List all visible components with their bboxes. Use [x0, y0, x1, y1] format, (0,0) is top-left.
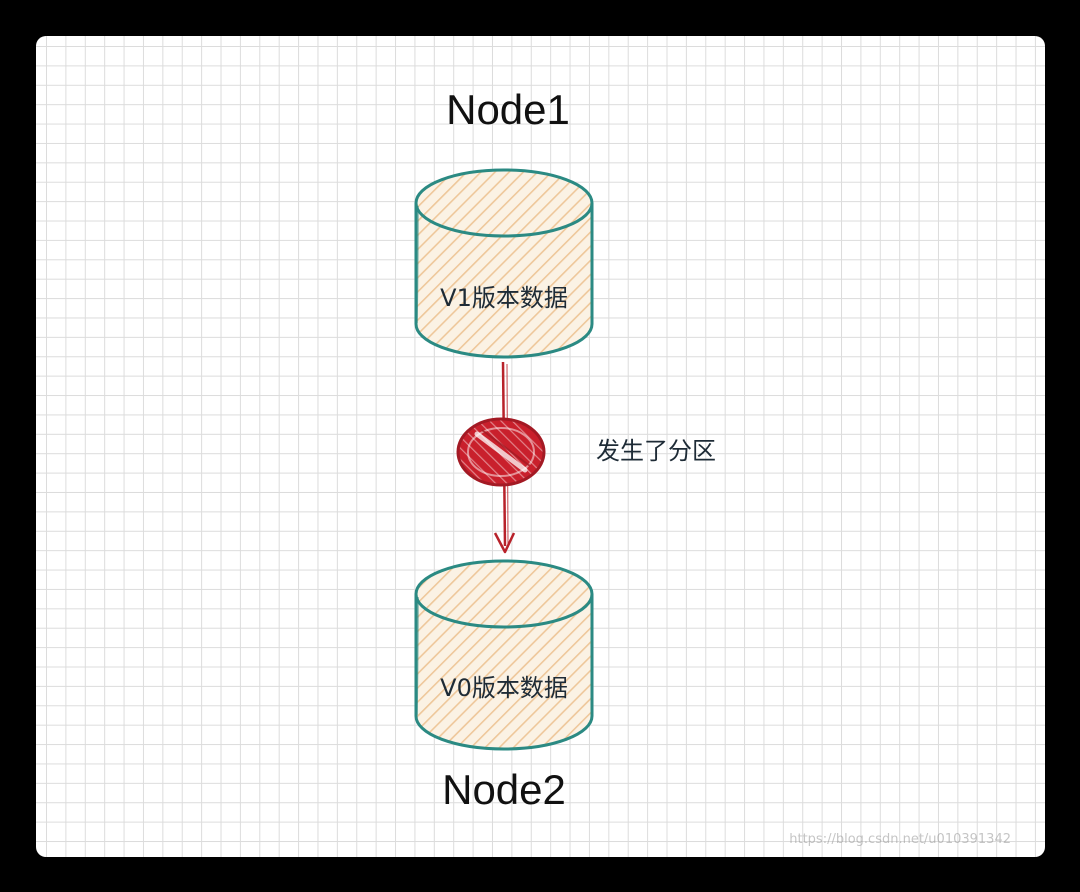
node1-db-label: V1版本数据 — [440, 284, 568, 312]
node2-title: Node2 — [442, 766, 566, 813]
diagram-canvas: Node1 V1版本数据 发生了分区 — [36, 36, 1045, 857]
no-entry-icon — [456, 417, 546, 487]
partition-label: 发生了分区 — [596, 437, 716, 465]
node1-title: Node1 — [446, 86, 570, 133]
watermark: https://blog.csdn.net/u010391342 — [789, 832, 1011, 847]
node1-cylinder — [414, 168, 594, 359]
node2-cylinder — [414, 559, 594, 751]
node2-db-label: V0版本数据 — [440, 674, 568, 702]
diagram-svg: Node1 V1版本数据 发生了分区 — [414, 86, 716, 813]
